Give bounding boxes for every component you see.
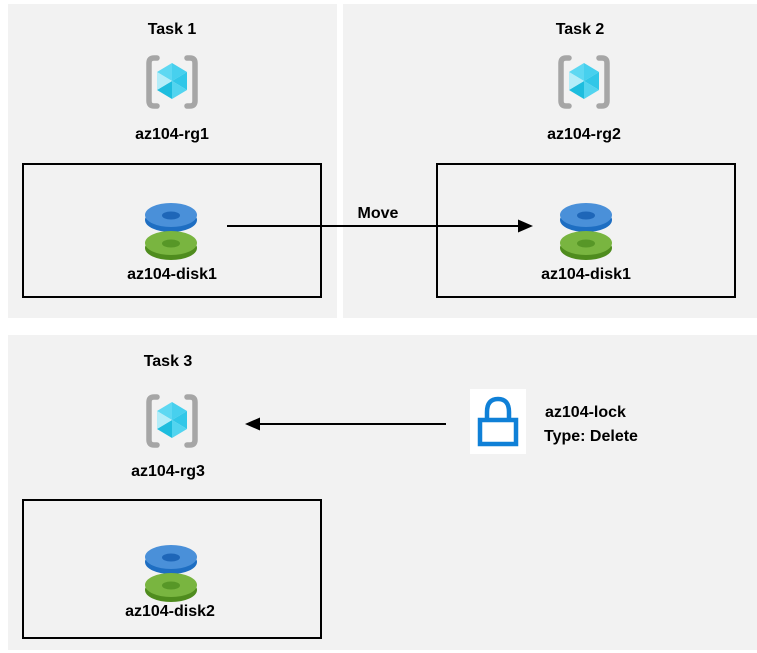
resource-group-icon [554,53,614,111]
task2-disk-label: az104-disk1 [541,266,631,283]
move-label: Move [357,205,399,222]
resource-group-icon [142,53,202,111]
task2-rg-label: az104-rg2 [547,126,621,143]
task1-disk-label: az104-disk1 [127,266,217,283]
lock-icon [470,389,526,454]
task3-disk-box [22,499,322,639]
task1-rg-label: az104-rg1 [135,126,209,143]
lock-arrow [243,416,447,432]
task1-title: Task 1 [147,21,197,38]
task2-title: Task 2 [555,21,605,38]
lock-name-label: az104-lock [545,404,626,421]
disk-icon [558,202,614,260]
task3-panel [8,335,757,650]
disk-icon [143,202,199,260]
move-arrow [227,218,535,234]
task1-panel [8,4,337,318]
lock-type-label: Type: Delete [544,428,638,445]
task2-panel [343,4,757,318]
task2-disk-box [436,163,736,298]
task3-rg-label: az104-rg3 [131,463,205,480]
disk-icon [143,544,199,602]
task1-disk-box [22,163,322,298]
task3-title: Task 3 [143,353,193,370]
resource-group-icon [142,392,202,450]
task3-disk-label: az104-disk2 [125,603,215,620]
